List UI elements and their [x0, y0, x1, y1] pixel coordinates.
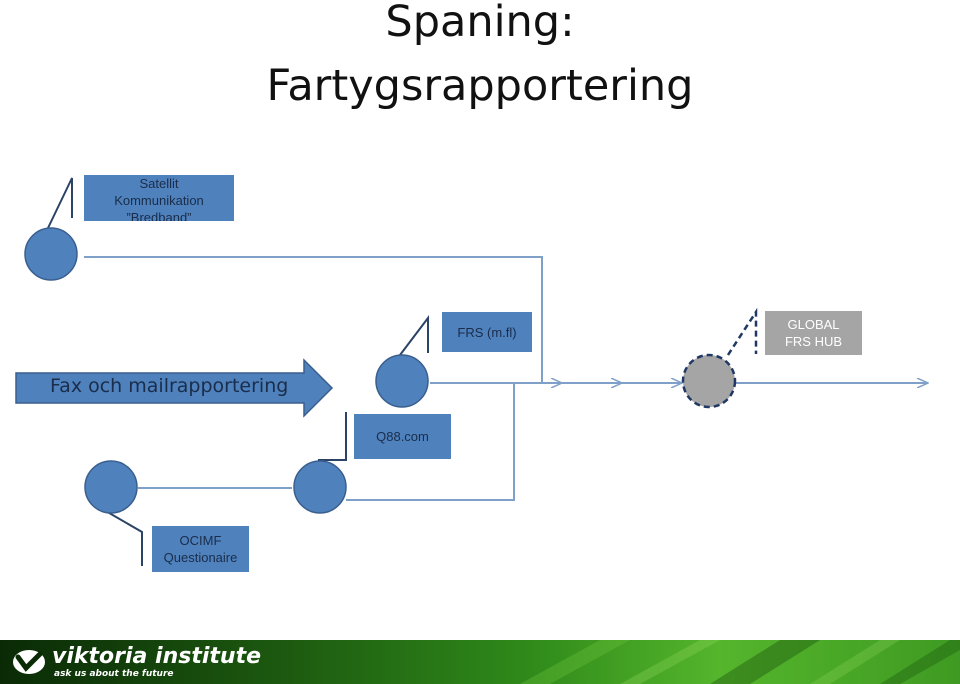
- satellit-line-2: Kommunikation: [114, 193, 204, 208]
- q88-text: Q88.com: [376, 429, 429, 444]
- satellit-line-3: ”Bredband”: [126, 210, 192, 221]
- viktoria-logo-icon: [13, 650, 45, 674]
- ocimf-line-2: Questionaire: [163, 550, 238, 565]
- label-frs: FRS (m.fl): [442, 312, 532, 352]
- global-hub-line-2: FRS HUB: [784, 334, 843, 349]
- label-global-frs-hub: GLOBAL FRS HUB: [765, 311, 862, 355]
- page-title: Spaning: Fartygsrapportering: [180, 0, 780, 118]
- satellit-line-1: Satellit: [139, 176, 179, 191]
- connector-q88-to-main: [346, 383, 515, 501]
- connector-satellit: [84, 256, 543, 383]
- title-line-1: Spaning:: [385, 0, 575, 47]
- flow-diagram: [15, 177, 960, 566]
- global-hub-line-1: GLOBAL: [787, 317, 840, 332]
- fax-label: Fax och mailrapportering: [50, 375, 289, 397]
- label-satellit: Satellit Kommunikation ”Bredband”: [84, 175, 234, 221]
- node-ocimf: [84, 460, 138, 514]
- title-line-2: Fartygsrapportering: [266, 61, 694, 111]
- callout-ocimf: [103, 509, 143, 566]
- footer-stripes: [520, 640, 960, 684]
- label-q88: Q88.com: [354, 414, 451, 459]
- callout-satellit: [47, 177, 73, 229]
- node-global-hub: [681, 353, 737, 409]
- node-q88: [293, 460, 347, 514]
- callout-q88: [318, 412, 347, 461]
- node-satellit: [24, 227, 78, 281]
- logo-tagline: ask us about the future: [54, 669, 174, 679]
- logo-name: viktoria institute: [52, 644, 262, 669]
- fax-arrow: [15, 358, 334, 418]
- node-frs: [375, 354, 429, 408]
- ocimf-line-1: OCIMF: [179, 533, 222, 548]
- label-ocimf: OCIMF Questionaire: [152, 526, 249, 572]
- callout-global: [726, 307, 758, 356]
- frs-text: FRS (m.fl): [457, 324, 517, 340]
- callout-frs: [399, 315, 429, 356]
- footer-banner: viktoria institute ask us about the futu…: [0, 640, 960, 684]
